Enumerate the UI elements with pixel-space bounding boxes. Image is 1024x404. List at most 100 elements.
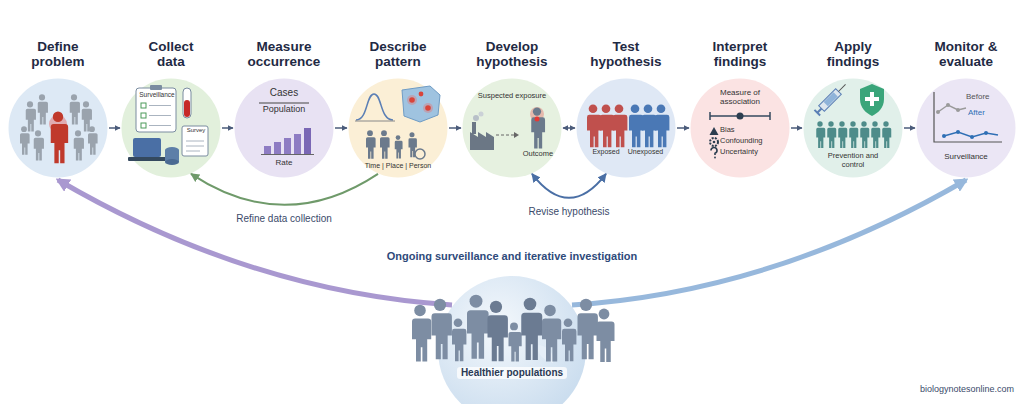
data-collection-illustration bbox=[182, 126, 208, 156]
data-collection-illustration bbox=[186, 151, 200, 152]
step-circle: Monitor & evaluateBeforeAfterSurveillanc… bbox=[916, 78, 1016, 178]
data-collection-illustration bbox=[184, 100, 190, 117]
step-heading: Describe pattern bbox=[352, 39, 444, 70]
data-collection-illustration bbox=[149, 105, 171, 106]
step-heading: Test hypothesis bbox=[580, 39, 672, 70]
step-text: Population bbox=[249, 104, 319, 114]
step-circle: Interpret findingsMeasure of association… bbox=[690, 78, 790, 178]
hypothesis-illustration bbox=[472, 122, 476, 134]
step-circle: Define problem bbox=[8, 78, 108, 178]
circle-outline bbox=[691, 79, 790, 178]
step-heading: Define problem bbox=[12, 39, 104, 70]
pattern-illustration bbox=[402, 86, 440, 122]
monitoring-chart bbox=[956, 130, 960, 134]
population-figures bbox=[412, 305, 431, 362]
data-collection-illustration bbox=[149, 115, 171, 116]
prevention-illustration bbox=[865, 97, 879, 101]
pattern-illustration bbox=[409, 97, 415, 103]
step-text: Rate bbox=[259, 158, 309, 167]
circle-outline bbox=[438, 276, 586, 404]
circle-outline bbox=[576, 78, 676, 178]
data-collection-illustration bbox=[141, 103, 146, 108]
step-text: After bbox=[968, 108, 998, 117]
monitoring-chart bbox=[946, 103, 950, 107]
globe-node: Healthier populations bbox=[437, 275, 587, 404]
data-collection-illustration bbox=[136, 88, 176, 132]
watermark: biologynotesonline.com bbox=[920, 384, 1014, 394]
association-illustration bbox=[769, 112, 771, 120]
pattern-illustration bbox=[425, 105, 431, 111]
circle-outline bbox=[437, 275, 587, 404]
step-text: Cases bbox=[254, 87, 314, 99]
pattern-illustration bbox=[355, 121, 395, 122]
circle-outline bbox=[235, 79, 334, 178]
step-heading: Interpret findings bbox=[694, 39, 786, 70]
circle-outline bbox=[349, 79, 448, 178]
step-heading: Develop hypothesis bbox=[466, 39, 558, 70]
population-figures bbox=[597, 309, 615, 362]
circle-outline bbox=[8, 78, 108, 178]
step-text: Surveillance bbox=[137, 91, 177, 98]
step-text: Prevention and control bbox=[823, 152, 883, 169]
rate-illustration bbox=[284, 138, 291, 154]
association-illustration bbox=[709, 112, 711, 120]
circle-outline bbox=[9, 79, 108, 178]
rate-illustration bbox=[274, 142, 281, 154]
step-circle: Measure occurrenceCasesPopulationRate bbox=[234, 78, 334, 178]
monitoring-chart bbox=[956, 108, 960, 112]
step-heading: Measure occurrence bbox=[238, 39, 330, 70]
hypothesis-illustration bbox=[473, 115, 479, 121]
rate-illustration bbox=[294, 134, 301, 154]
edge-label: Revise hypothesis bbox=[526, 206, 611, 217]
step-text: Exposed bbox=[588, 148, 624, 156]
flow-arrow bbox=[449, 127, 461, 129]
cycle-label: Ongoing surveillance and iterative inves… bbox=[387, 250, 638, 262]
step-text: Time | Place | Person bbox=[360, 162, 436, 170]
step-circle: Apply findingsPrevention and control bbox=[803, 78, 903, 178]
hypothesis-illustration bbox=[535, 117, 540, 122]
data-collection-illustration bbox=[165, 159, 179, 165]
step-text: Confounding bbox=[720, 137, 770, 146]
step-circle: Describe patternTime | Place | Person bbox=[348, 78, 448, 178]
data-collection-illustration bbox=[150, 85, 162, 90]
step-text: Surveillance bbox=[936, 152, 996, 161]
step-text: Uncertainty bbox=[720, 148, 770, 157]
rate-illustration bbox=[261, 154, 314, 155]
rate-illustration bbox=[304, 128, 311, 154]
monitoring-chart bbox=[970, 135, 974, 139]
pattern-illustration bbox=[407, 95, 417, 105]
step-text: Survey bbox=[183, 127, 209, 134]
flow-arrow bbox=[335, 127, 347, 129]
monitoring-chart bbox=[936, 110, 940, 114]
step-text: Outcome bbox=[520, 150, 556, 159]
step-circle: Collect dataSurveillanceSurvey bbox=[121, 78, 221, 178]
flow-arrow bbox=[109, 127, 120, 129]
circle-outline bbox=[467, 303, 553, 363]
step-text: Unexposed bbox=[627, 148, 664, 156]
step-text: Before bbox=[966, 92, 1000, 101]
circle-outline bbox=[917, 79, 1016, 178]
data-collection-illustration bbox=[186, 141, 204, 142]
rate-illustration bbox=[259, 102, 309, 103]
monitoring-chart bbox=[942, 134, 946, 138]
flow-arrow bbox=[563, 127, 575, 129]
circle-outline bbox=[463, 79, 562, 178]
step-heading: Apply findings bbox=[807, 39, 899, 70]
data-collection-illustration bbox=[128, 157, 166, 161]
data-collection-illustration bbox=[141, 113, 146, 118]
pattern-illustration bbox=[419, 92, 424, 97]
circle-outline bbox=[122, 79, 221, 178]
circle-outline bbox=[577, 79, 676, 178]
data-collection-illustration bbox=[186, 146, 204, 147]
data-collection-illustration bbox=[183, 88, 191, 118]
association-illustration bbox=[713, 141, 716, 144]
association-illustration bbox=[714, 157, 716, 159]
flow-arrow bbox=[791, 127, 802, 129]
step-text: Bias bbox=[720, 126, 770, 135]
flow-arrow bbox=[904, 127, 915, 129]
flow-arrow bbox=[191, 174, 378, 205]
association-illustration bbox=[737, 113, 744, 120]
cycle-arrow bbox=[58, 180, 452, 305]
flow-arrow bbox=[222, 127, 233, 129]
